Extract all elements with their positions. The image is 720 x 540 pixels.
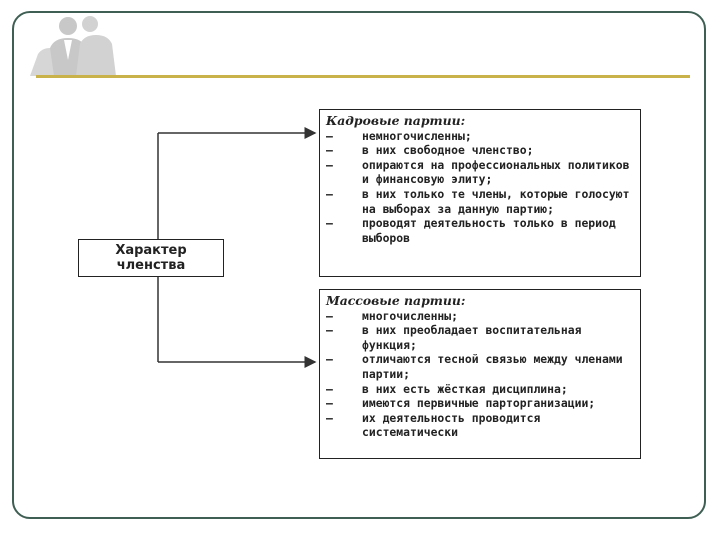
list-item: —в них есть жёсткая дисциплина; (326, 381, 568, 396)
list-dash: — (326, 143, 333, 158)
center-node-label: Характер членства (115, 243, 187, 273)
cadre-parties-title: Кадровые партии: (326, 113, 466, 128)
mass-parties-title: Массовые партии: (326, 293, 466, 308)
list-item: —отличаются тесной связью между членами … (326, 352, 623, 381)
center-node: Характер членства (78, 239, 224, 277)
list-item: —многочисленны; (326, 308, 459, 323)
list-item: —проводят деятельность только в период в… (326, 216, 616, 245)
list-item: —в них свободное членство; (326, 143, 534, 158)
people-silhouette-icon (30, 16, 116, 76)
list-dash: — (326, 128, 333, 143)
list-item: —в них преобладает воспитательная функци… (326, 323, 582, 352)
cadre-parties-panel: Кадровые партии: —немногочисленны; —в ни… (319, 109, 641, 277)
list-item: —немногочисленны; (326, 128, 472, 143)
list-dash: — (326, 308, 333, 323)
list-item: —имеются первичные парторганизации; (326, 396, 596, 411)
list-item: —опираются на профессиональных политиков… (326, 157, 630, 187)
list-dash: — (326, 396, 333, 411)
list-dash: — (326, 410, 333, 425)
list-dash: — (326, 352, 333, 367)
mass-parties-panel: Массовые партии: —многочисленны; —в них … (319, 289, 641, 459)
title-accent-line (36, 75, 690, 78)
list-dash: — (326, 157, 333, 172)
list-dash: — (326, 381, 333, 396)
list-item: —их деятельность проводится систематичес… (326, 410, 541, 440)
list-item: —в них только те члены, которые голосуют… (326, 186, 630, 216)
list-dash: — (326, 186, 333, 201)
list-dash: — (326, 216, 333, 231)
list-dash: — (326, 323, 333, 338)
